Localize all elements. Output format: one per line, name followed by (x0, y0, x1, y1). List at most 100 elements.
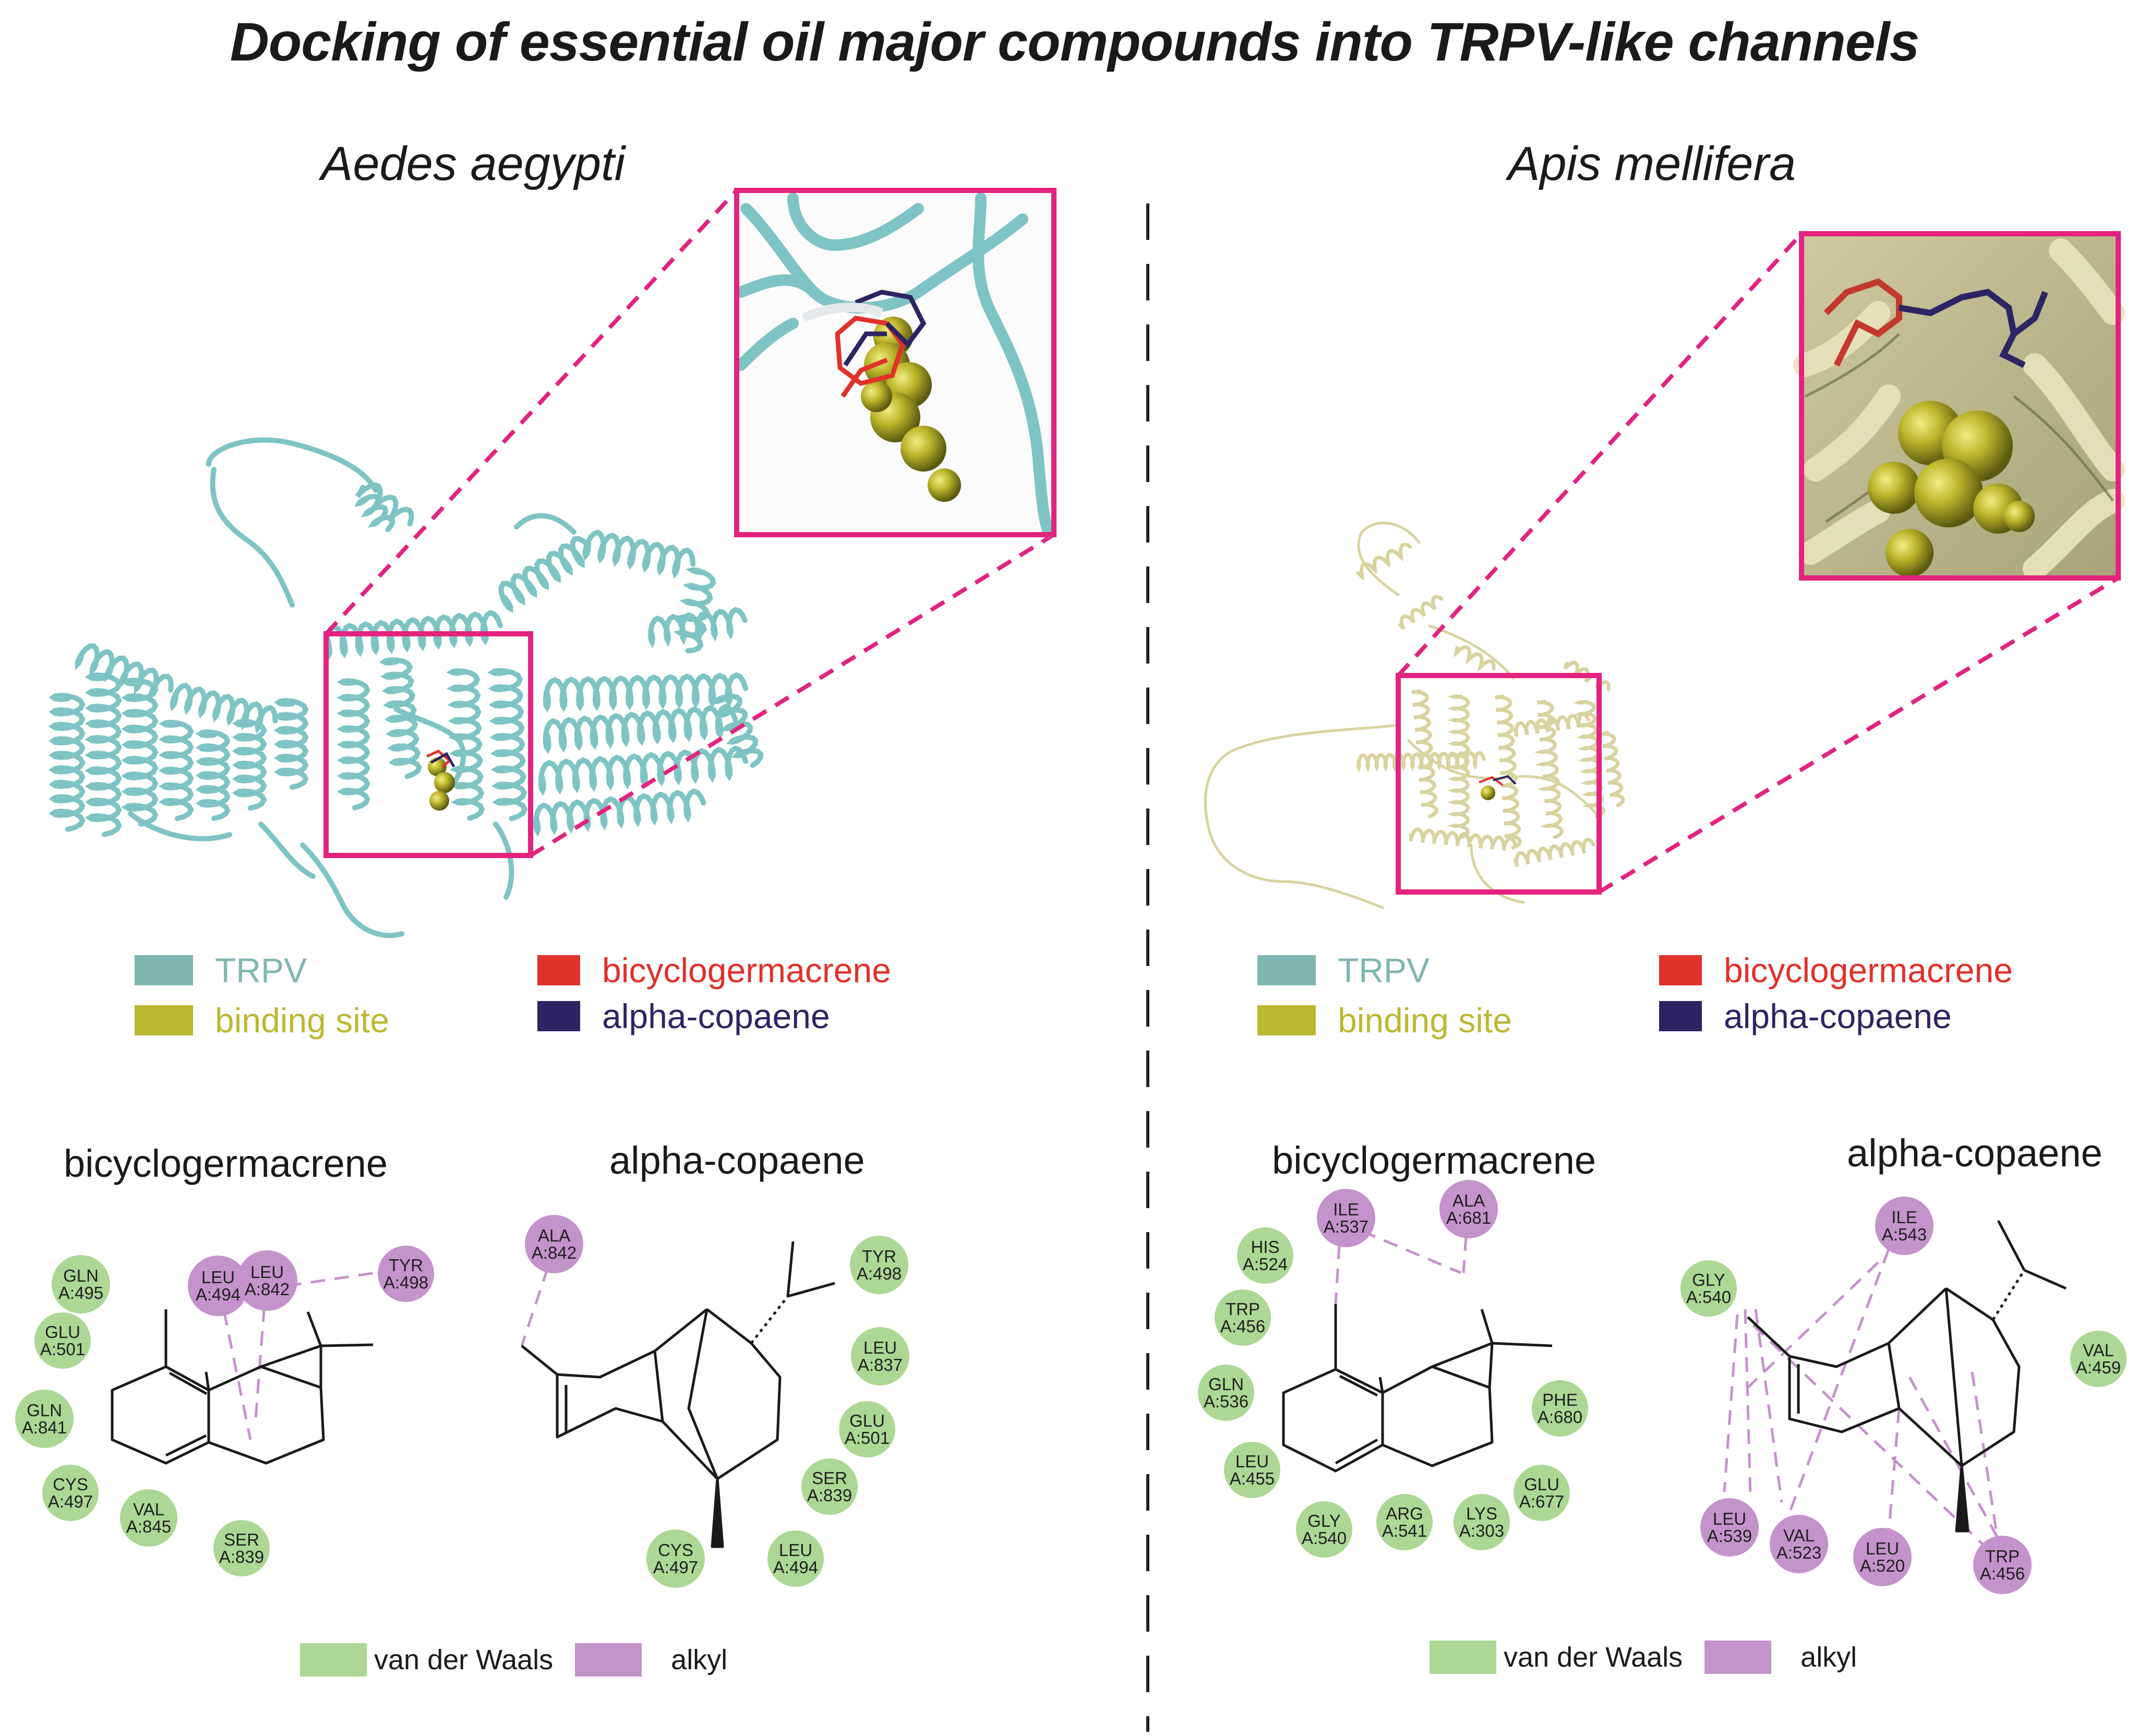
residue-id: A:501 (40, 1340, 86, 1359)
legend-binding-site-label: binding site (215, 1001, 389, 1040)
residue-name: SER (224, 1530, 259, 1549)
species-left: Aedes aegypti (321, 137, 626, 190)
residue-id: A:501 (844, 1428, 890, 1448)
residue-id: A:837 (857, 1355, 903, 1375)
residue-name: GLU (45, 1322, 80, 1342)
vdw-swatch (1430, 1641, 1496, 1674)
residue-id: A:680 (1537, 1407, 1583, 1427)
legend-alpha-copaene-left: alpha-copaene (537, 996, 830, 1036)
residue-id: A:520 (1859, 1556, 1905, 1575)
residue-name: LEU (778, 1540, 813, 1560)
residue-id: A:541 (1382, 1521, 1427, 1540)
aedes-trpv-structure (49, 437, 764, 938)
residue-id: A:537 (1323, 1217, 1369, 1236)
residue-name: LEU (1235, 1452, 1269, 1471)
residue-name: CYS (53, 1475, 88, 1494)
residue-id: A:845 (126, 1517, 172, 1536)
residue-id: A:455 (1229, 1469, 1275, 1488)
apis-ligand-small (1479, 775, 1517, 800)
residue-name: LEU (201, 1268, 235, 1287)
residue-id: A:839 (807, 1486, 853, 1505)
interaction-legend-right: van der Waals alkyl (1430, 1641, 1857, 1674)
residue-id: A:842 (244, 1280, 290, 1299)
interaction-legend-left: van der Waals alkyl (300, 1643, 727, 1677)
apis-zoom-line-bottom (1598, 576, 2120, 894)
residue-id: A:456 (1220, 1317, 1266, 1336)
ligand-title-alpha-copaene-right: alpha-copaene (1847, 1131, 2103, 1175)
residue-id: A:839 (219, 1547, 265, 1566)
residue-name: HIS (1251, 1237, 1280, 1257)
residue-id: A:524 (1242, 1255, 1288, 1274)
residue-name: VAL (1783, 1526, 1815, 1545)
legend-alpha-copaene-label: alpha-copaene (602, 997, 830, 1035)
aedes-zoom-line-top (325, 189, 738, 635)
legend-bicyclogermacrene-right: bicyclogermacrene (1659, 950, 2013, 990)
residue-id: A:523 (1776, 1543, 1822, 1562)
residue-name: TYR (389, 1256, 423, 1275)
aedes-binding-site-frame (323, 631, 533, 858)
legend-bicyclogermacrene-left: bicyclogermacrene (537, 950, 891, 990)
residue-name: VAL (133, 1500, 164, 1519)
residue-id: A:841 (21, 1418, 67, 1437)
residue-id: A:543 (1881, 1225, 1927, 1244)
vdw-label: van der Waals (374, 1644, 554, 1675)
residue-id: A:459 (2075, 1358, 2121, 1377)
legend-trpv-right: TRPV (1257, 950, 1430, 990)
residue-name: LEU (863, 1338, 897, 1357)
legend-trpv-label: TRPV (1338, 951, 1430, 990)
figure-title: Docking of essential oil major compounds… (230, 12, 1920, 73)
aedes-ligand-small (426, 750, 455, 811)
residue-id: A:497 (47, 1492, 93, 1511)
alpha-copaene-swatch (1659, 1001, 1702, 1031)
species-right: Apis mellifera (1508, 137, 1796, 190)
alkyl-label: alkyl (671, 1644, 728, 1675)
residue-id: A:677 (1519, 1492, 1565, 1511)
legend-binding-site-label: binding site (1338, 1001, 1512, 1040)
bicyclogermacrene-swatch (537, 955, 580, 985)
alkyl-swatch (575, 1643, 642, 1677)
residue-id: A:681 (1446, 1208, 1492, 1227)
residue-name: TRP (1985, 1547, 2020, 1566)
bicyclogermacrene-structure-right (1282, 1304, 1553, 1473)
legend-alpha-copaene-label: alpha-copaene (1724, 997, 1952, 1035)
residue-name: ILE (1333, 1200, 1359, 1219)
residue-name: GLN (63, 1266, 99, 1285)
residue-id: A:497 (653, 1558, 699, 1577)
residue-name: SER (812, 1468, 847, 1488)
bicyclogermacrene-swatch (1659, 955, 1702, 985)
bicyclogermacrene-structure-left (111, 1309, 374, 1465)
apis-trpv-structure (1204, 522, 1625, 909)
residue-id: A:539 (1707, 1526, 1752, 1546)
apis-zoom-inset (1793, 231, 2125, 581)
residue-name: ALA (1452, 1191, 1485, 1210)
residue-name: LYS (1466, 1504, 1497, 1523)
residue-name: LEU (250, 1262, 284, 1282)
residue-name: LEU (1712, 1509, 1747, 1528)
